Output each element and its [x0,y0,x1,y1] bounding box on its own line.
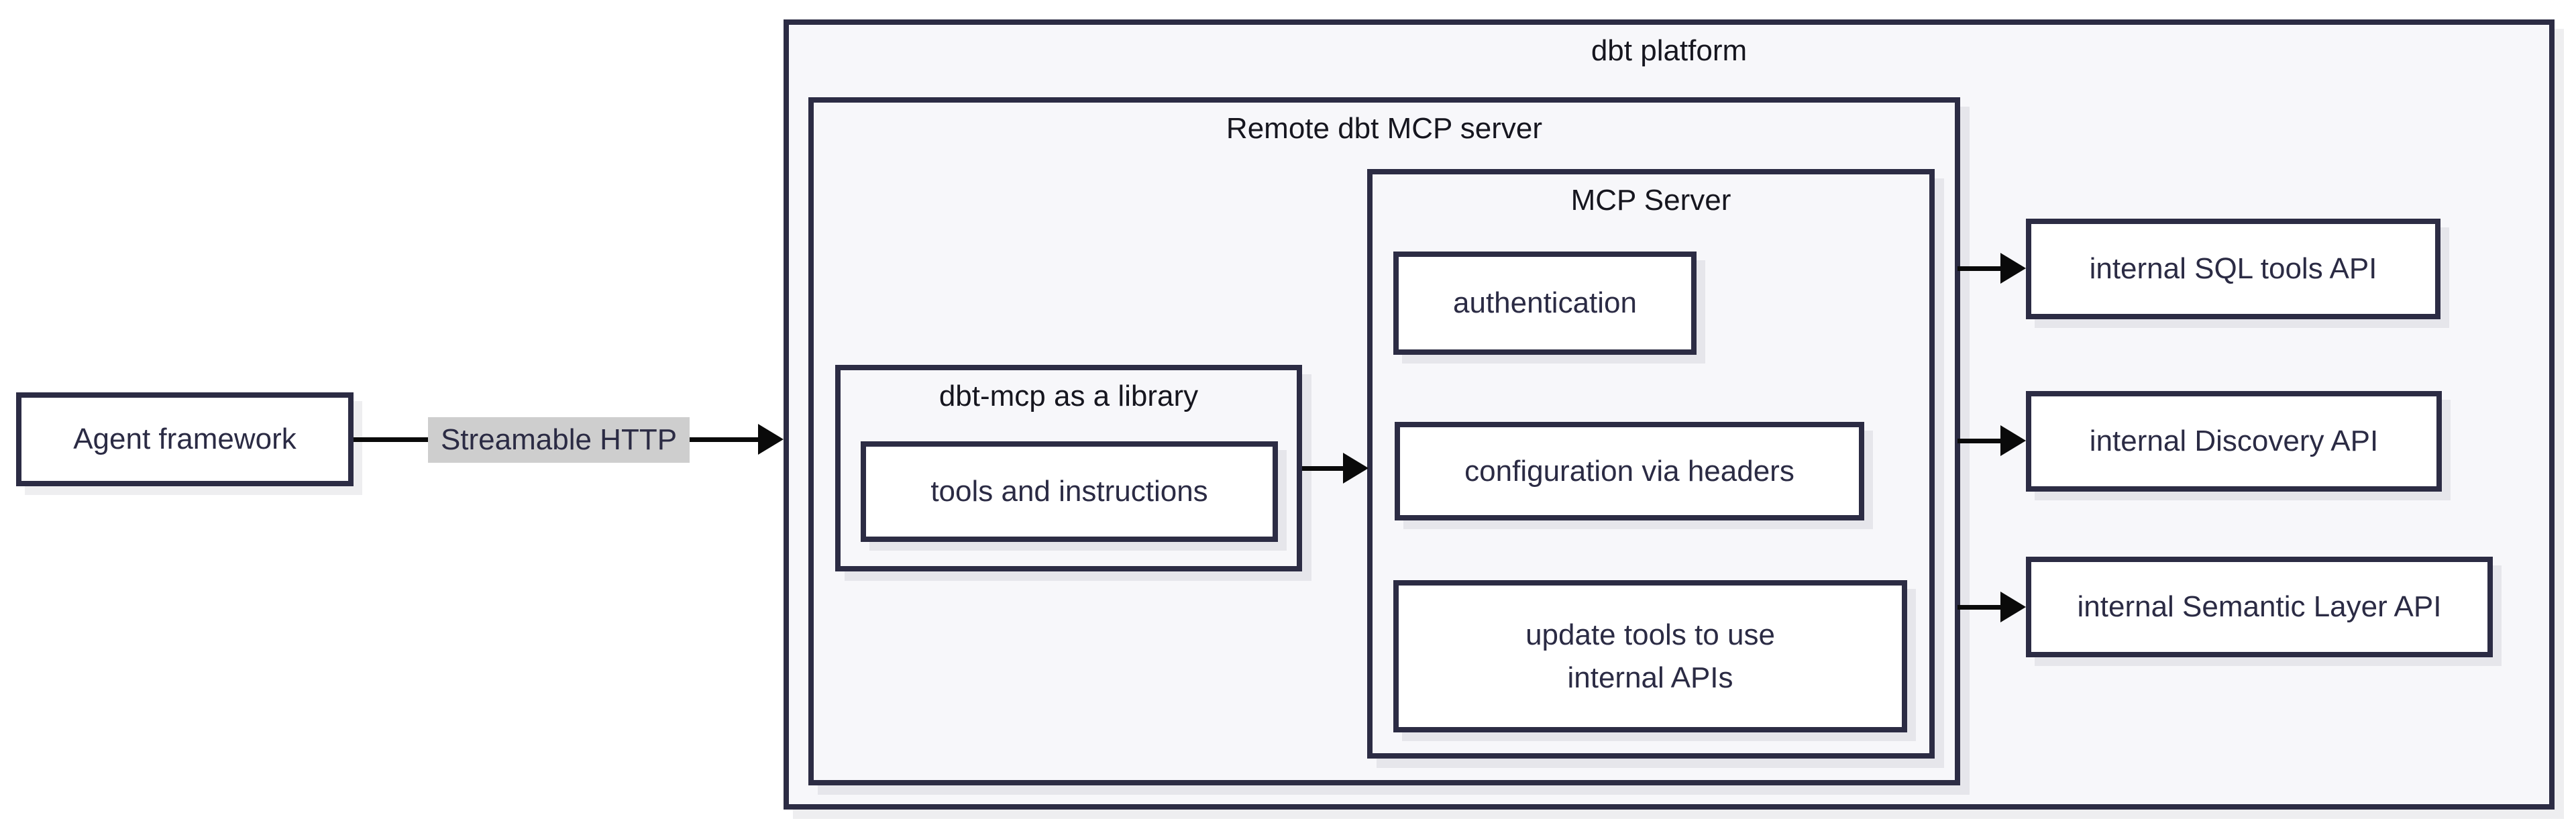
arrowhead-to-semantic-layer-api [2000,592,2026,622]
authentication-node: authentication [1393,252,1697,355]
mcp-server-title: MCP Server [1570,184,1731,217]
edge-to-discovery-api [1957,439,2002,443]
internal-semantic-layer-api-node: internal Semantic Layer API [2026,557,2493,657]
arrowhead-to-discovery-api [2000,425,2026,456]
arrowhead-to-sql-tools-api [2000,253,2026,284]
internal-semantic-layer-api-label: internal Semantic Layer API [2077,590,2442,623]
configuration-via-headers-node: configuration via headers [1395,422,1864,520]
update-tools-line2: internal APIs [1567,661,1733,694]
dbt-platform-title: dbt platform [1591,34,1748,67]
dbt-mcp-library-title: dbt-mcp as a library [938,380,1199,412]
tools-and-instructions-node: tools and instructions [861,441,1278,542]
internal-discovery-api-label: internal Discovery API [2089,425,2379,457]
edge-to-sql-tools-api [1957,266,2002,271]
update-tools-node: update tools to use internal APIs [1393,580,1907,732]
update-tools-line1: update tools to use [1525,618,1775,651]
internal-sql-tools-api-node: internal SQL tools API [2026,219,2440,319]
arrowhead-agent-to-platform [758,424,784,455]
streamable-http-edge-label: Streamable HTTP [428,417,690,463]
authentication-label: authentication [1453,286,1637,319]
configuration-via-headers-label: configuration via headers [1464,454,1794,488]
update-tools-label: update tools to use internal APIs [1525,614,1775,700]
agent-framework-node: Agent framework [16,392,354,486]
edge-library-to-mcp-server [1302,466,1346,471]
internal-discovery-api-node: internal Discovery API [2026,391,2442,492]
tools-and-instructions-label: tools and instructions [930,475,1208,508]
internal-sql-tools-api-label: internal SQL tools API [2089,252,2377,285]
streamable-http-text: Streamable HTTP [440,423,678,456]
arrowhead-library-to-mcp-server [1343,453,1368,484]
edge-to-semantic-layer-api [1957,605,2002,610]
remote-dbt-mcp-server-title: Remote dbt MCP server [1226,112,1543,145]
agent-framework-label: Agent framework [73,423,297,455]
